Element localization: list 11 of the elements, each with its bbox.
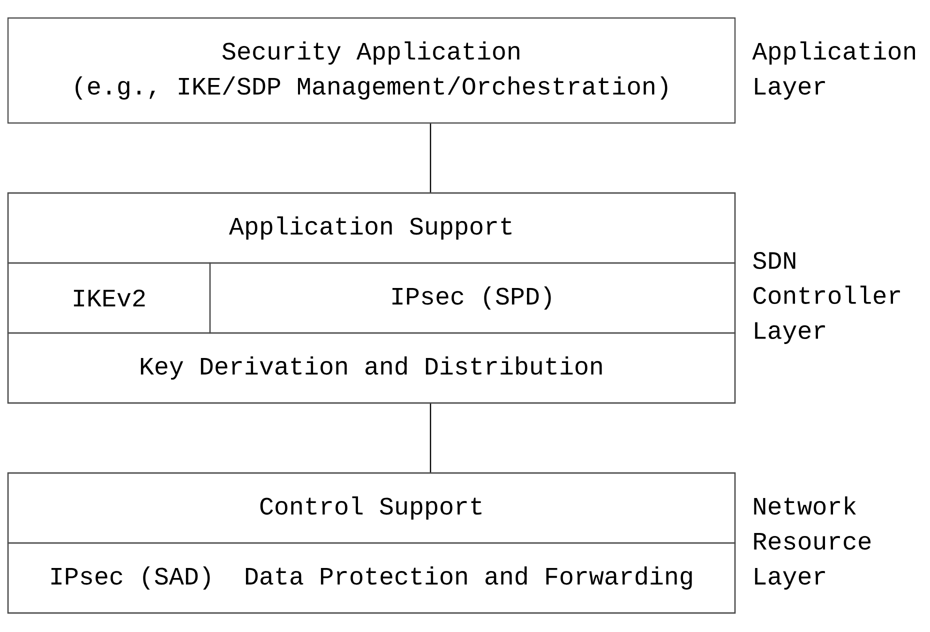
module-box: IPsec (SAD) Data Protection and Forwarding: [7, 542, 736, 614]
layer-box: Security Application (e.g., IKE/SDP Management/Orchestration): [7, 17, 736, 124]
connector-line: [430, 404, 432, 472]
module-box: Application Support: [7, 192, 736, 264]
module-box: IKEv2: [7, 262, 211, 334]
connector-line: [430, 124, 432, 192]
layer-label: Network Resource Layer: [754, 496, 871, 590]
module-box: Control Support: [7, 472, 736, 544]
module-box: IPsec (SPD): [209, 262, 736, 334]
layer-label: SDN Controller Layer: [753, 252, 900, 344]
module-box: Key Derivation and Distribution: [7, 332, 736, 404]
